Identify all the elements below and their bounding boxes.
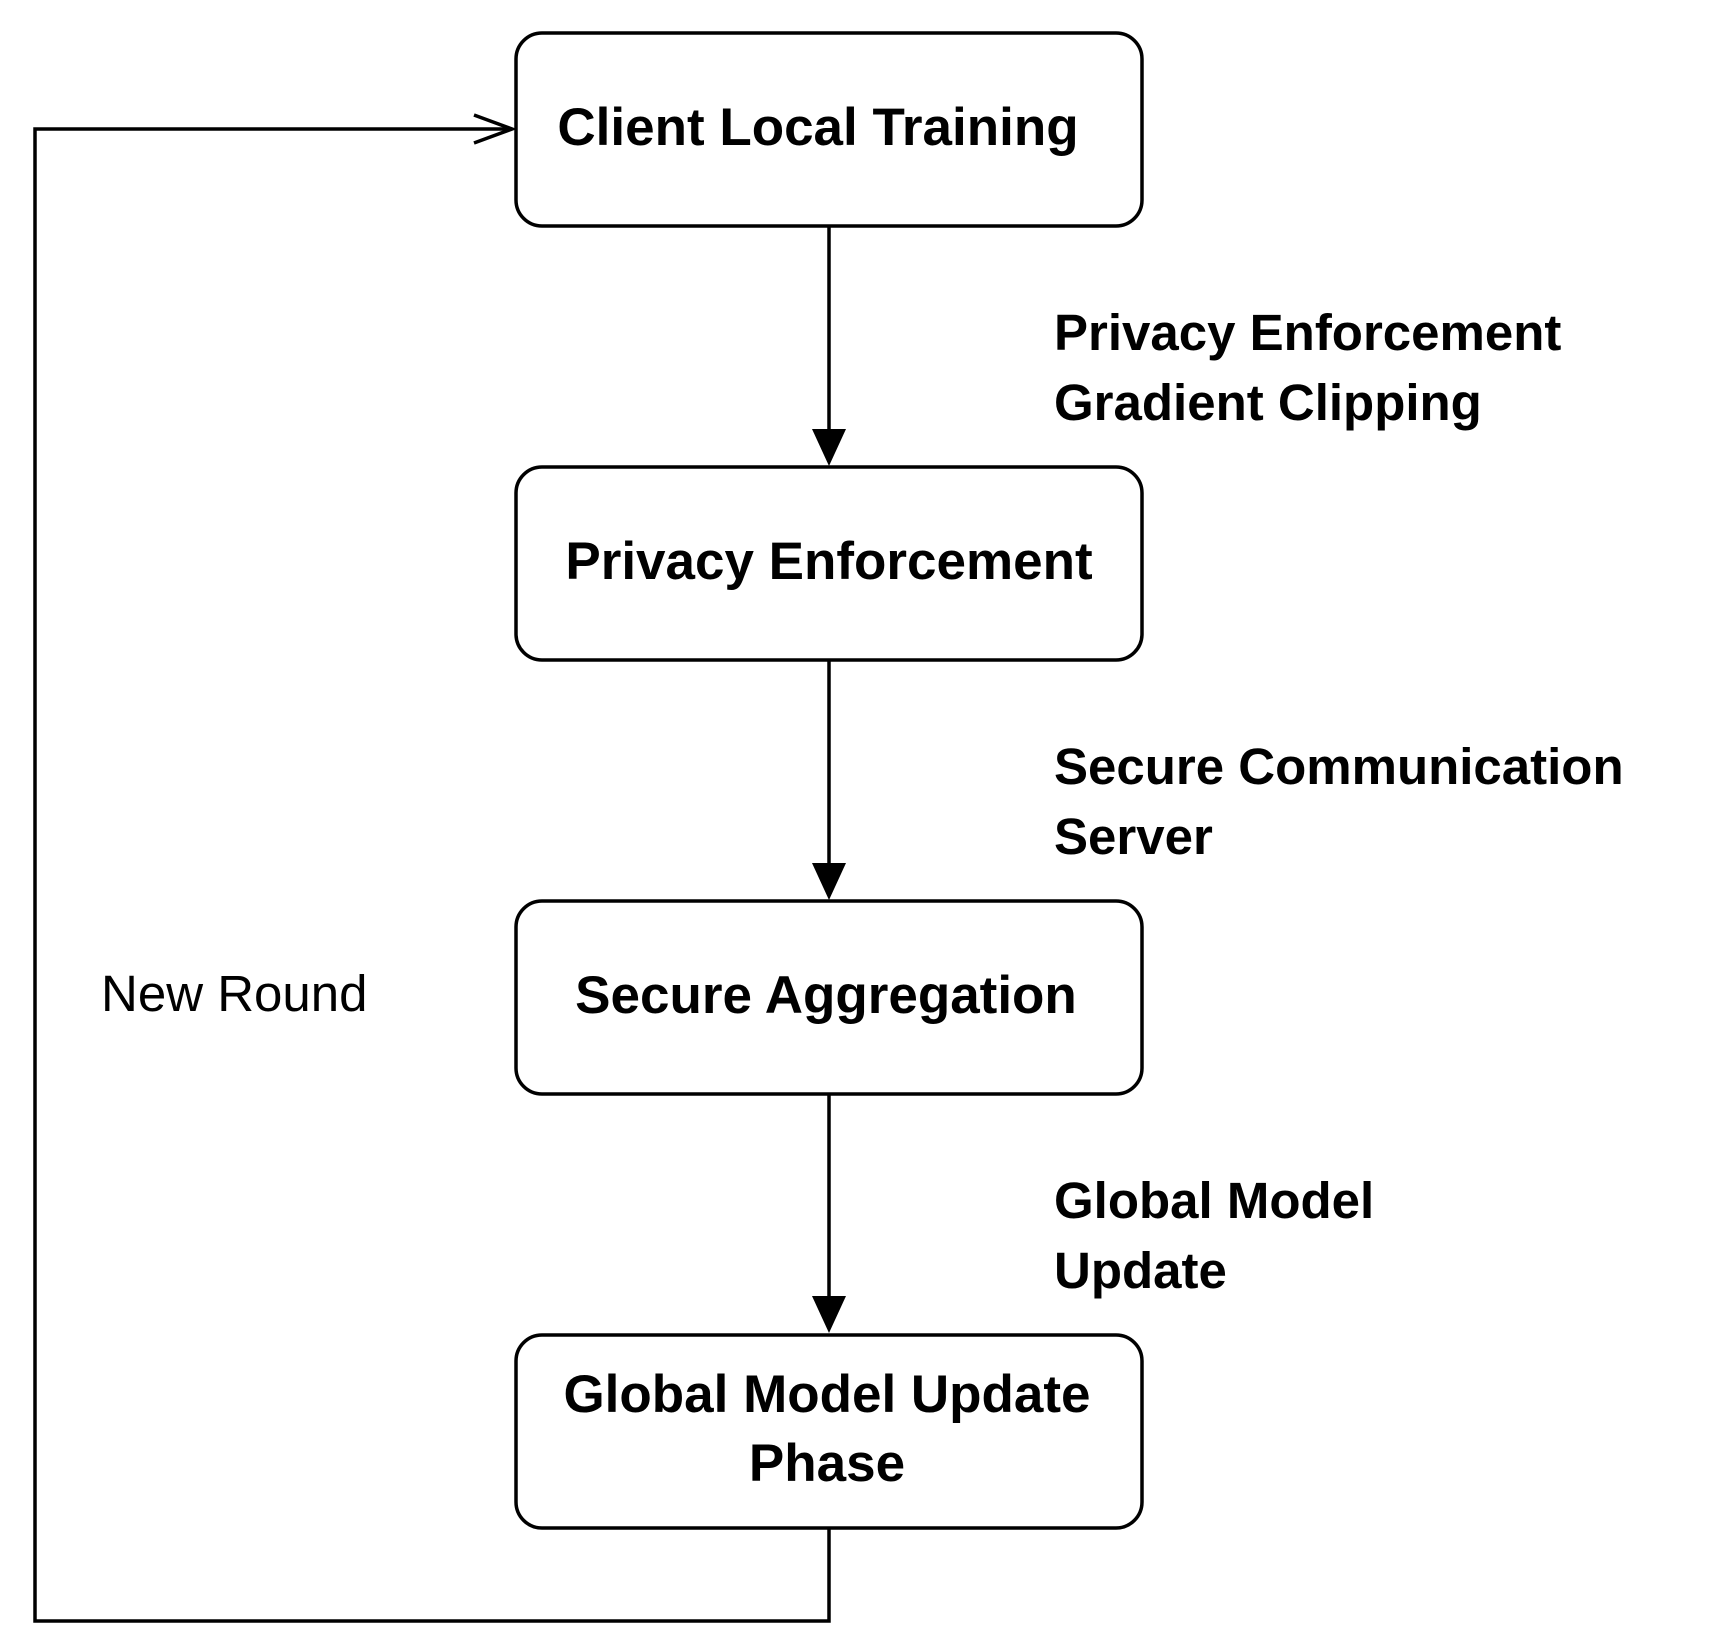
new-round-label: New Round [101, 965, 367, 1022]
edge-label-line1: Secure Communication [1054, 738, 1624, 795]
node-box [514, 31, 1144, 228]
arrowhead-icon [812, 429, 846, 466]
node-label-line1: Global Model Update [563, 1365, 1090, 1424]
node-secure-aggregation: Secure Aggregation [514, 899, 1144, 1096]
node-box [514, 1333, 1144, 1530]
edge-label-training-to-privacy: Privacy Enforcement Gradient Clipping [1054, 304, 1561, 431]
arrowhead-icon [812, 863, 846, 900]
edge-label-aggregation-to-update: Global Model Update [1054, 1172, 1374, 1299]
node-label-line2: Phase [749, 1434, 905, 1493]
edge-label-line2: Server [1054, 808, 1213, 865]
new-round-loop-edge [33, 113, 831, 1623]
edge-label-line1: Privacy Enforcement [1054, 304, 1561, 361]
node-privacy-enforcement: Privacy Enforcement [514, 465, 1144, 662]
node-global-model-update-phase: Global Model Update Phase [514, 1333, 1144, 1530]
edge-label-privacy-to-aggregation: Secure Communication Server [1054, 738, 1624, 865]
edge-label-line2: Gradient Clipping [1054, 374, 1482, 431]
edge-aggregation-to-update [812, 1094, 846, 1333]
node-label: Secure Aggregation [575, 966, 1077, 1025]
node-client-local-training: Client Local Training [514, 31, 1144, 228]
node-box [514, 465, 1144, 662]
edge-training-to-privacy [812, 227, 846, 466]
node-label: Privacy Enforcement [565, 532, 1092, 591]
edge-label-line1: Global Model [1054, 1172, 1374, 1229]
node-box [514, 899, 1144, 1096]
node-label: Client Local Training [557, 98, 1078, 157]
edge-label-line2: Update [1054, 1242, 1227, 1299]
arrowhead-icon [812, 1296, 846, 1333]
open-arrowhead-icon [473, 113, 518, 145]
new-round-loop-line [33, 127, 831, 1623]
edge-privacy-to-aggregation [812, 660, 846, 900]
